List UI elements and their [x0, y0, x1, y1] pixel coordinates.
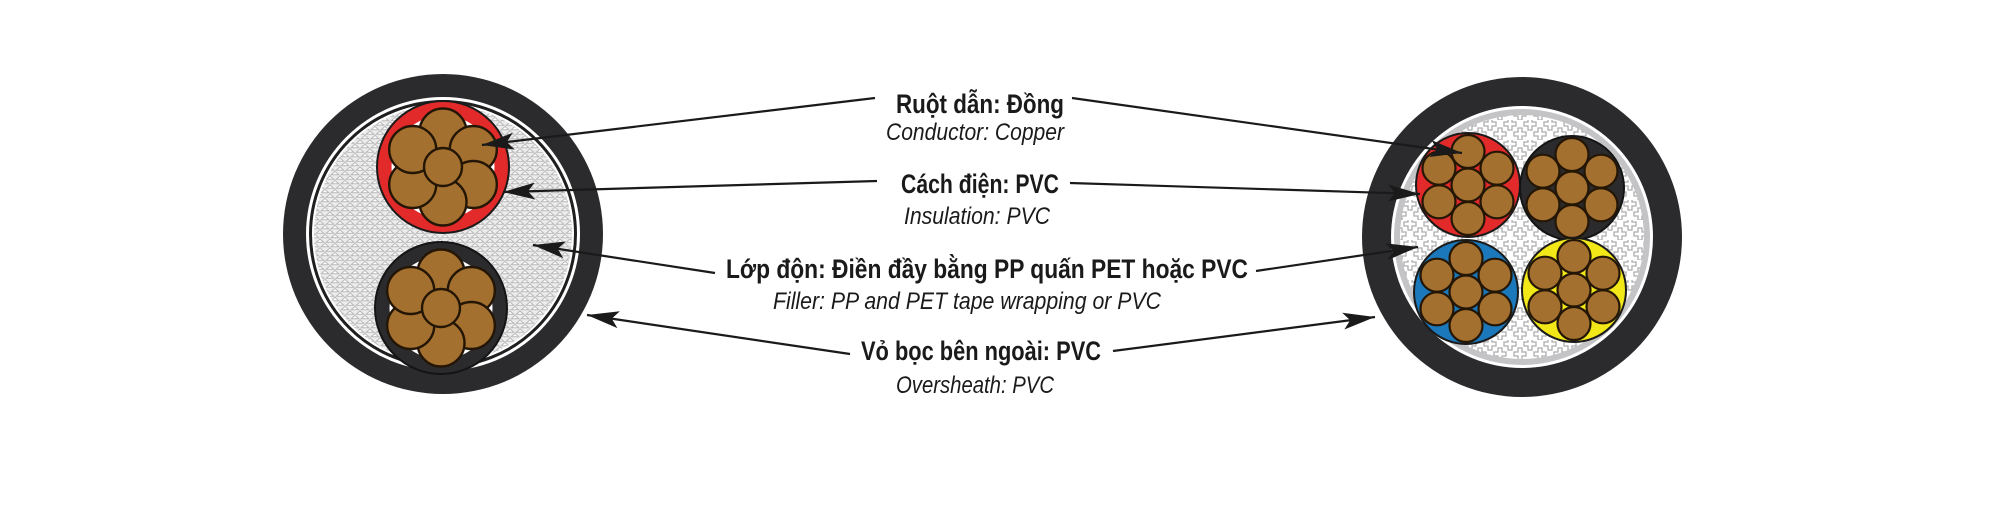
core-yellow-right — [1521, 237, 1627, 343]
label-filler-en: Filler: PP and PET tape wrapping or PVC — [773, 288, 1162, 315]
leader-filler-to-left-cable — [532, 241, 716, 275]
label-oversheath-en: Oversheath: PVC — [896, 372, 1055, 399]
leader-insulation-to-left-cable — [502, 179, 878, 200]
label-column: Ruột dẫn: Đồng Conductor: Copper Cách đi… — [726, 88, 1248, 399]
conductor-strands — [386, 248, 497, 368]
leader-conductor-to-left-cable — [481, 96, 876, 150]
core-blue-right — [1413, 239, 1519, 345]
label-insulation-en: Insulation: PVC — [904, 203, 1051, 230]
leader-conductor-to-right-cable — [1071, 96, 1463, 157]
label-conductor-en: Conductor: Copper — [886, 119, 1065, 146]
leader-oversheath-to-left-cable — [586, 311, 851, 356]
leader-oversheath-to-right-cable — [1112, 312, 1376, 353]
leader-filler-to-right-cable — [1255, 243, 1419, 273]
cable-cross-section-4core — [1362, 77, 1682, 397]
core-red-left — [376, 100, 510, 234]
label-filler-vn: Lớp độn: Điền đầy bằng PP quấn PET hoặc … — [726, 253, 1248, 284]
leader-lines — [481, 96, 1463, 356]
label-insulation-vn: Cách điện: PVC — [901, 169, 1059, 199]
label-conductor-vn: Ruột dẫn: Đồng — [896, 88, 1064, 119]
leader-insulation-to-right-cable — [1069, 181, 1421, 202]
cable-cross-section-2core — [283, 74, 603, 394]
core-black-right — [1519, 135, 1625, 241]
label-oversheath-vn: Vỏ bọc bên ngoài: PVC — [861, 336, 1101, 366]
core-black-left — [374, 241, 508, 375]
conductor-strands — [388, 107, 499, 227]
